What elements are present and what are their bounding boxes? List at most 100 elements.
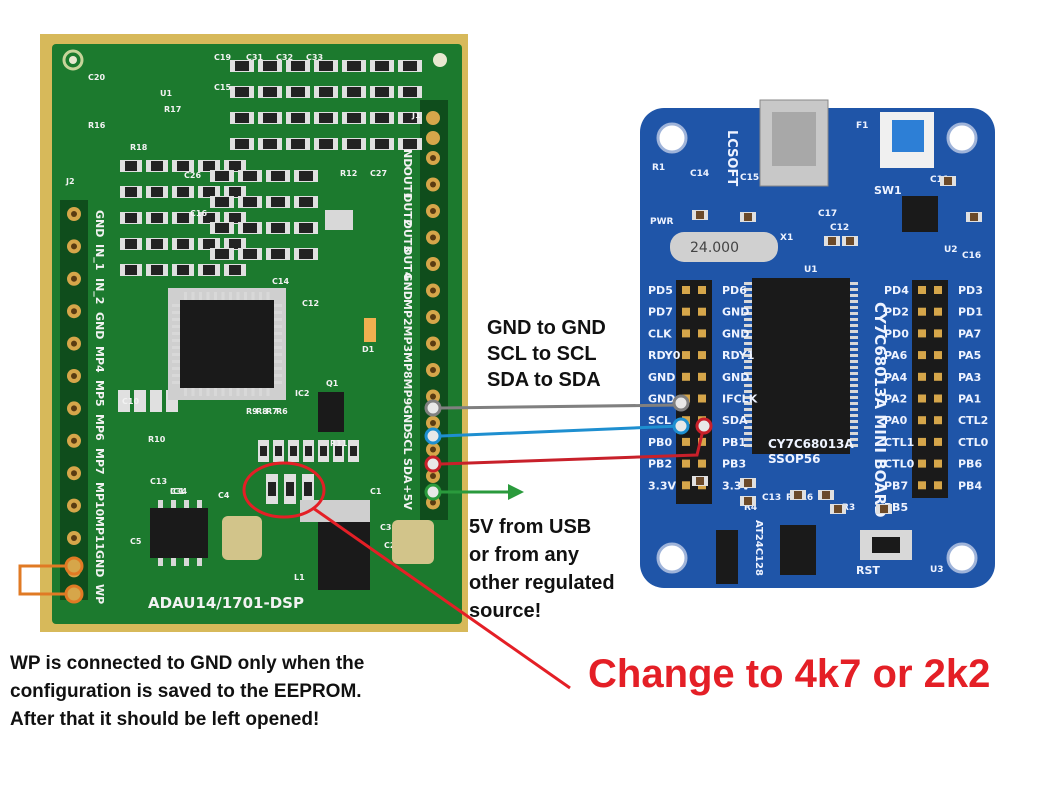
smd-body [403, 113, 417, 123]
smd-body [203, 265, 215, 275]
smd-body [846, 237, 854, 245]
smd-body [215, 197, 229, 207]
smd-body [263, 87, 277, 97]
smd-part [134, 390, 146, 412]
dsp-part-label: C15 [214, 83, 231, 92]
smd-body [203, 187, 215, 197]
mount-hole [946, 542, 978, 574]
mount-hole [62, 49, 84, 71]
usb-right-outer-pin-label: CTL0 [958, 436, 989, 449]
dsp-part-label: C4 [218, 491, 230, 500]
pullup-resistor-body [286, 482, 294, 496]
smd-body [229, 239, 241, 249]
usb-part-label: C15 [740, 173, 759, 183]
smd-body [291, 61, 305, 71]
dsp-part-label: R11 [330, 439, 348, 448]
chip-leg [744, 396, 752, 399]
smd-body [215, 171, 229, 181]
dsp-left-header-pins [67, 207, 81, 578]
chip-leg [259, 388, 262, 396]
usb-part-label: X1 [780, 233, 793, 243]
usb-left-inner-pin-label: RDY1 [722, 349, 754, 362]
usb-right-inner-pin-label: PA6 [884, 349, 908, 362]
ic1-leg [197, 558, 202, 566]
header-pin-hole [71, 308, 77, 315]
smd-body [151, 239, 163, 249]
chip-leg [850, 348, 858, 351]
usb-right-inner-pin-label: PB7 [884, 479, 908, 492]
chip-leg [274, 318, 282, 321]
header-pin-hole [71, 373, 77, 379]
smd-body [203, 161, 215, 171]
header-pin-hole [71, 502, 77, 509]
usb-part-label: C17 [818, 209, 837, 219]
connection-gnd: GND to GND [487, 317, 606, 339]
chip-leg [744, 378, 752, 381]
smd-body [319, 113, 333, 123]
smd-body [271, 249, 285, 259]
smd-body [235, 139, 249, 149]
usb-right-inner-pin-label: PD4 [884, 284, 909, 297]
smd-body [229, 187, 241, 197]
chip-leg [221, 292, 225, 300]
chip-leg [172, 374, 180, 377]
smd-body [151, 213, 163, 223]
smd-body [275, 446, 282, 456]
usb-right-outer-pin-label: PB4 [958, 479, 982, 492]
chip-leg [744, 288, 752, 291]
usb-chip-legs [744, 282, 858, 447]
usb-smd-components [692, 176, 982, 514]
usb-part-labels: F1R1C14C15C17C12C11C16U1U2U3X1PWRR5R3R4C… [650, 121, 981, 575]
mount-hole [433, 53, 447, 67]
usb-socket [772, 112, 816, 166]
smd-body [291, 87, 305, 97]
header-pin [682, 307, 690, 316]
smd-body [177, 265, 189, 275]
dsp-right-header-pins [426, 111, 440, 510]
power-note: 5V from USB or from any other regulated … [469, 513, 615, 625]
usb-right-outer-pin-label: PA3 [958, 371, 981, 384]
usb-part-label: R6 [800, 493, 813, 503]
chip-leg [214, 388, 217, 396]
chip-leg [172, 346, 180, 349]
chip-leg [744, 300, 752, 303]
usb-left-inner-pin-label: SDA [722, 414, 748, 427]
smd-body [125, 213, 137, 223]
chip-leg [274, 346, 282, 349]
smd-body [320, 446, 327, 456]
mount-hole [69, 56, 77, 64]
smd-body [271, 223, 285, 233]
dsp-right-pin-label: GND [401, 405, 414, 432]
smd-body [203, 239, 215, 249]
chip-leg [850, 342, 858, 345]
sda-terminal [424, 455, 442, 473]
chip-leg [850, 432, 858, 435]
chip-leg [850, 372, 858, 375]
header-pin [682, 351, 690, 360]
wp-note-line: After that it should be left opened! [10, 709, 320, 730]
usb-left-inner-pin-label: GND [722, 306, 749, 319]
header-pin [918, 459, 926, 468]
dsp-right-pin-label: MP2 [401, 299, 414, 326]
ic1-leg [171, 500, 176, 508]
smd-body [177, 213, 189, 223]
scl-wire [440, 424, 682, 438]
dsp-right-pin-label: OUT4 [401, 246, 414, 280]
header-pin [426, 131, 440, 145]
chip-leg [244, 388, 247, 396]
usb-right-outer-pin-label: CTL2 [958, 414, 988, 427]
usb-left-outer-pin-label: PB0 [648, 436, 672, 449]
smd-body [260, 446, 267, 456]
chip-leg [244, 292, 247, 300]
smd-body [403, 139, 417, 149]
chip-leg [744, 444, 752, 447]
header-pin [918, 481, 926, 490]
header-pin [698, 307, 706, 316]
chip-leg [172, 353, 180, 356]
header-pin-hole [71, 275, 77, 282]
power-note-line: other regulated [469, 572, 615, 594]
chip-leg [850, 384, 858, 387]
usb-scl-terminal [672, 417, 690, 435]
smd-body [744, 479, 752, 487]
